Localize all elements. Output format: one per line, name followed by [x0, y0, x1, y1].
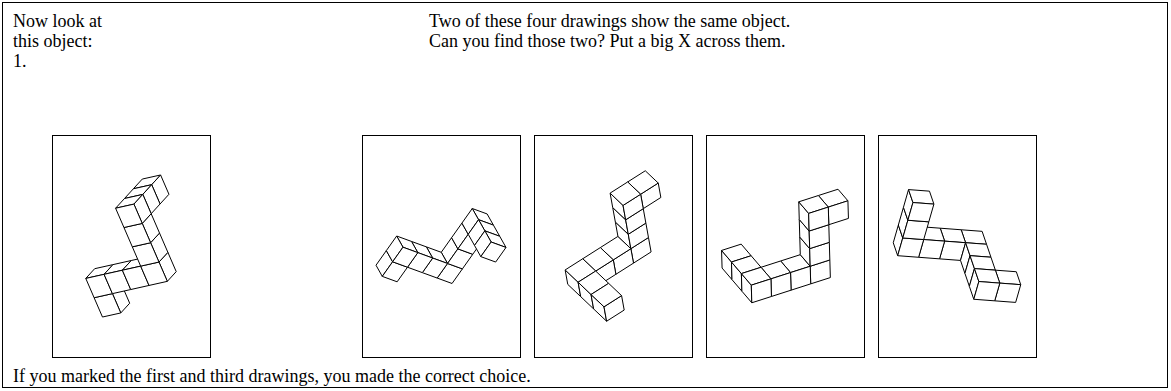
- cube-face: [610, 182, 641, 205]
- cube-figure: [376, 209, 506, 284]
- figure-frame: [535, 136, 693, 358]
- cube-face: [903, 220, 929, 239]
- cube-face: [974, 269, 999, 284]
- cube-face: [974, 282, 1000, 301]
- cube-face: [116, 204, 143, 227]
- cube-face: [898, 238, 924, 257]
- cube-face: [751, 279, 771, 303]
- cube-face: [908, 203, 934, 222]
- cube-face: [966, 243, 991, 258]
- cube-figure: [86, 175, 176, 317]
- cube-face: [591, 283, 622, 306]
- cube-face: [393, 247, 418, 267]
- instruction-text: Two of these four drawings show the same…: [429, 11, 798, 51]
- cube-face: [970, 256, 995, 271]
- cube-face: [771, 273, 791, 297]
- cube-face: [481, 242, 506, 262]
- item-number: 1.: [13, 51, 27, 71]
- cube-face: [791, 266, 811, 290]
- cube-face: [909, 190, 934, 205]
- cube-figure: [893, 190, 1020, 303]
- cube-figure: [722, 189, 849, 303]
- answer-note: If you marked the first and third drawin…: [13, 366, 531, 386]
- cube-face: [809, 207, 829, 231]
- figure-frame: [53, 136, 211, 358]
- cube-face: [828, 201, 848, 225]
- figure-frame: [363, 136, 521, 358]
- cube-figure: [565, 171, 661, 321]
- figure-frame: [707, 136, 865, 358]
- figure-frame: [879, 136, 1037, 358]
- prompt-text: Now look at this object:: [13, 11, 118, 51]
